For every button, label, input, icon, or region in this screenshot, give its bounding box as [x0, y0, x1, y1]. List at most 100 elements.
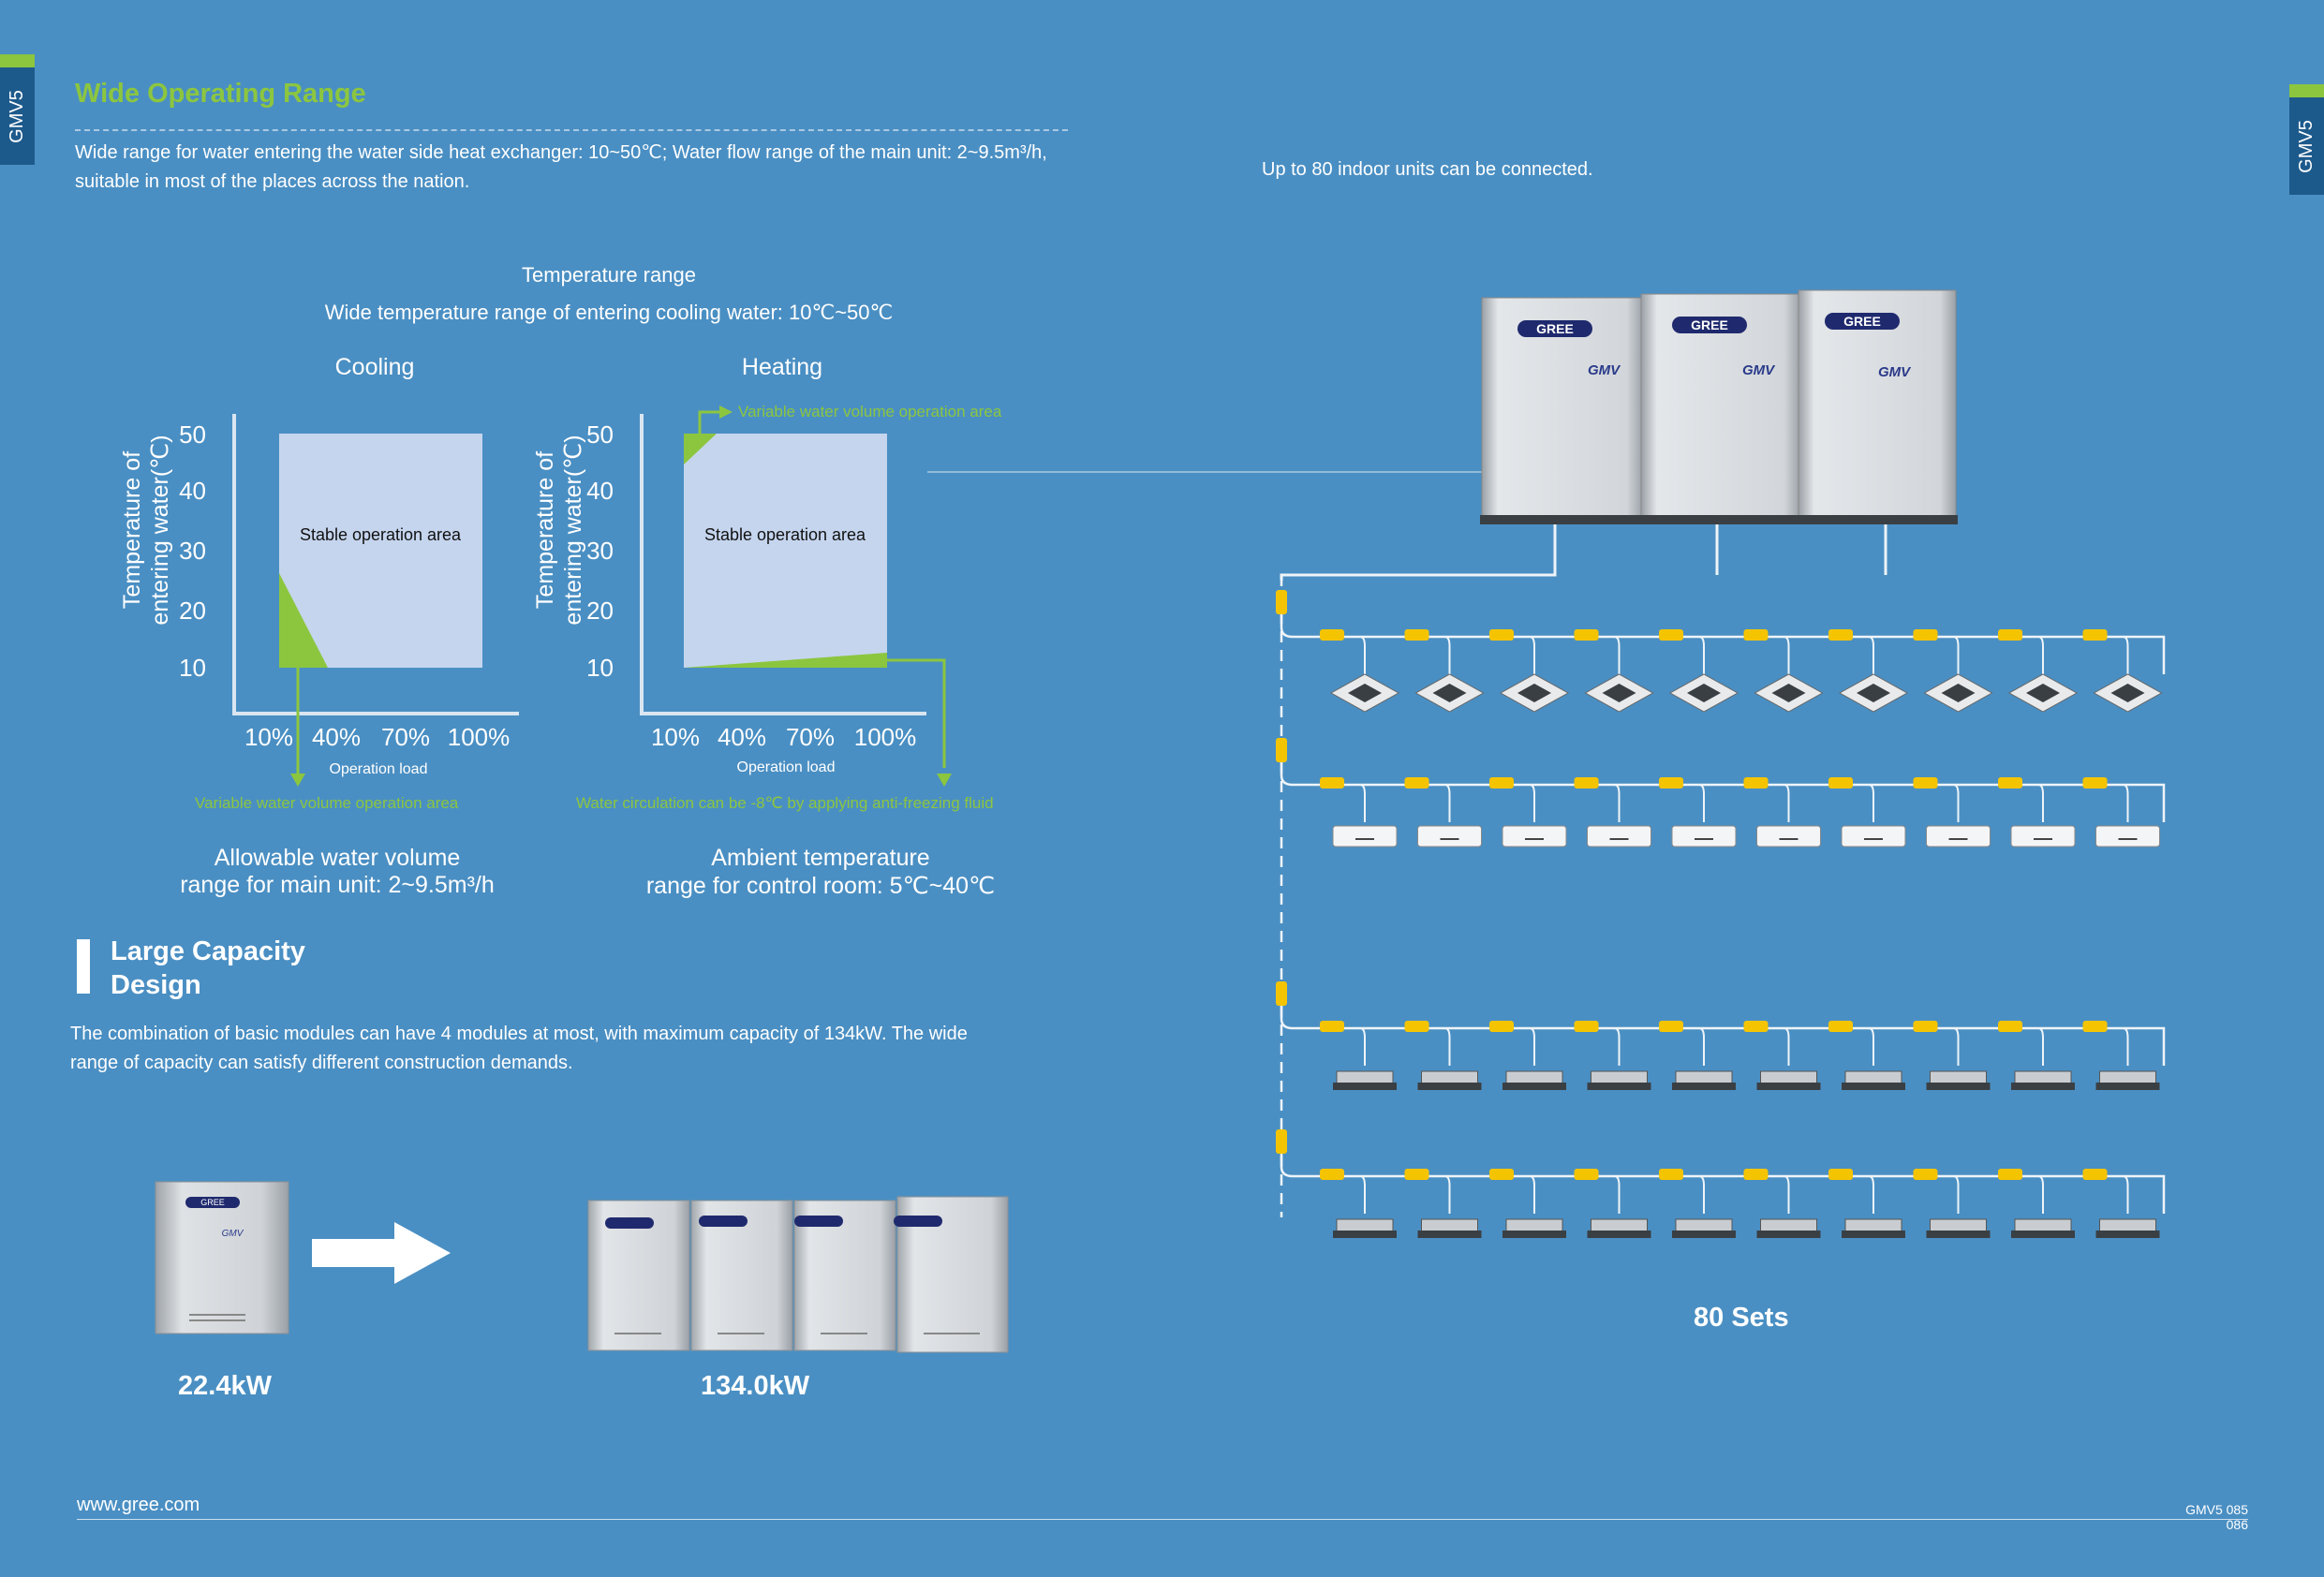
drop-pipe — [1595, 784, 1621, 822]
cassette-grille — [1771, 684, 1806, 702]
wall-unit — [1332, 825, 1398, 847]
cassette-grille — [1857, 684, 1890, 702]
footer-line — [77, 1519, 2248, 1520]
section-title-large-capacity: Large Capacity Design — [111, 936, 305, 1000]
page-number: GMV5 085 086 — [2185, 1502, 2248, 1532]
branch-joint — [1489, 777, 1514, 788]
drop-pipe — [2104, 1175, 2129, 1214]
duct-unit-base — [1333, 1231, 1397, 1238]
x-tick-label: 10% — [651, 723, 700, 751]
heating-arrowhead — [937, 774, 952, 787]
cooling-y-ticks: 50 40 30 20 10 — [179, 420, 206, 682]
branch-joint — [1743, 1169, 1769, 1180]
stable-area — [684, 434, 887, 668]
drop-pipe — [1850, 1027, 1874, 1066]
branch-joint — [2082, 1021, 2108, 1032]
cooling-title: Cooling — [334, 354, 415, 380]
side-tab-right: GMV5 — [2289, 84, 2324, 195]
branch-joint — [1828, 629, 1853, 641]
y-tick-label: 30 — [179, 537, 206, 565]
piping — [1276, 524, 2166, 1238]
drop-pipe — [1765, 636, 1790, 674]
branch-joint — [1743, 1021, 1769, 1032]
branch-joint — [1489, 1021, 1514, 1032]
variable-area-top — [684, 434, 717, 464]
x-tick-label: 100% — [854, 723, 917, 751]
y-tick-label: 20 — [586, 597, 614, 625]
drop-pipe — [1341, 784, 1366, 822]
drop-pipe — [1595, 1175, 1621, 1214]
svg-text:GMV: GMV — [1742, 362, 1776, 378]
x-axis-label: Operation load — [737, 759, 836, 775]
branch-pipe — [1280, 1000, 2166, 1066]
y-tick-label: 50 — [586, 420, 614, 449]
branch-joint — [1404, 629, 1429, 641]
duct-unit-base — [2095, 1083, 2160, 1090]
duct-unit-base — [1842, 1231, 1905, 1238]
branch-joint — [2082, 1169, 2108, 1180]
drop-pipe — [1680, 636, 1705, 674]
cassette-grille — [1941, 684, 1976, 702]
branch-joint — [1489, 629, 1514, 641]
drop-pipe — [1934, 1027, 1960, 1066]
temp-heading: Temperature range — [522, 263, 696, 287]
branch-joint — [1913, 777, 1938, 788]
branch-joint — [1574, 1021, 1599, 1032]
annotation-arrow-top — [698, 410, 721, 434]
drop-pipe — [1934, 784, 1960, 822]
branch-pipe — [1280, 1148, 2166, 1214]
module — [587, 1200, 690, 1351]
branch-joint — [1998, 1021, 2022, 1032]
temp-subheading: Wide temperature range of entering cooli… — [324, 301, 894, 324]
duct-unit-base — [2011, 1231, 2075, 1238]
arrowhead-top — [719, 405, 733, 419]
x-tick-label: 40% — [718, 723, 766, 751]
drop-pipe — [1595, 636, 1621, 674]
drop-pipe — [2020, 1027, 2044, 1066]
branch-joint — [1404, 1169, 1429, 1180]
connect-note: Up to 80 indoor units can be connected. — [1262, 159, 1593, 180]
duct-unit-base — [1672, 1083, 1736, 1090]
heating-caption: Ambient temperature range for control ro… — [645, 845, 996, 899]
y-tick-label: 20 — [179, 597, 206, 625]
duct-unit-base — [2095, 1231, 2160, 1238]
annotation-arrow-bottom — [887, 658, 946, 768]
x-tick-label: 40% — [312, 723, 361, 751]
cassette-grille — [1602, 684, 1636, 702]
branch-joint — [1828, 1169, 1853, 1180]
drop-pipe — [1511, 1027, 1535, 1066]
x-tick-label: 10% — [244, 723, 293, 751]
cooling-annotation: Variable water volume operation area — [195, 794, 459, 812]
svg-text:GREE: GREE — [1536, 321, 1574, 336]
heating-y-ticks: 50 40 30 20 10 — [586, 420, 614, 682]
duct-unit-base — [2011, 1083, 2075, 1090]
branch-joint — [1320, 777, 1344, 788]
stable-area — [279, 434, 482, 668]
module — [894, 1196, 1009, 1353]
branch-joint — [1743, 777, 1769, 788]
wall-unit — [1756, 825, 1821, 847]
cooling-chart: 50 40 30 20 10 Stable operation area 10%… — [179, 414, 519, 777]
capacity-single: 22.4kW — [178, 1371, 272, 1401]
drop-pipe — [2104, 636, 2129, 674]
branch-joint — [1320, 1169, 1344, 1180]
branch-joint — [1828, 1021, 1853, 1032]
drop-pipe — [1511, 636, 1535, 674]
drop-pipe — [1341, 636, 1366, 674]
drop-pipe — [1680, 784, 1705, 822]
branch-joint — [1743, 629, 1769, 641]
main-pipe — [1280, 524, 1557, 581]
branch-joint — [1659, 1169, 1683, 1180]
variable-area-bottom — [684, 653, 887, 668]
branch-joint — [1574, 1169, 1599, 1180]
drop-pipe — [1850, 1175, 1874, 1214]
cassette-grille — [1432, 684, 1467, 702]
sets-label: 80 Sets — [1694, 1303, 1789, 1333]
side-tab-label: GMV5 — [7, 89, 27, 143]
drop-pipe — [2020, 1175, 2044, 1214]
drop-pipe — [2104, 1027, 2129, 1066]
drop-pipe — [1426, 636, 1451, 674]
drop-pipe — [1765, 784, 1790, 822]
cooling-caption: Allowable water volume range for main un… — [180, 845, 495, 898]
arrow-right-icon — [312, 1222, 451, 1284]
